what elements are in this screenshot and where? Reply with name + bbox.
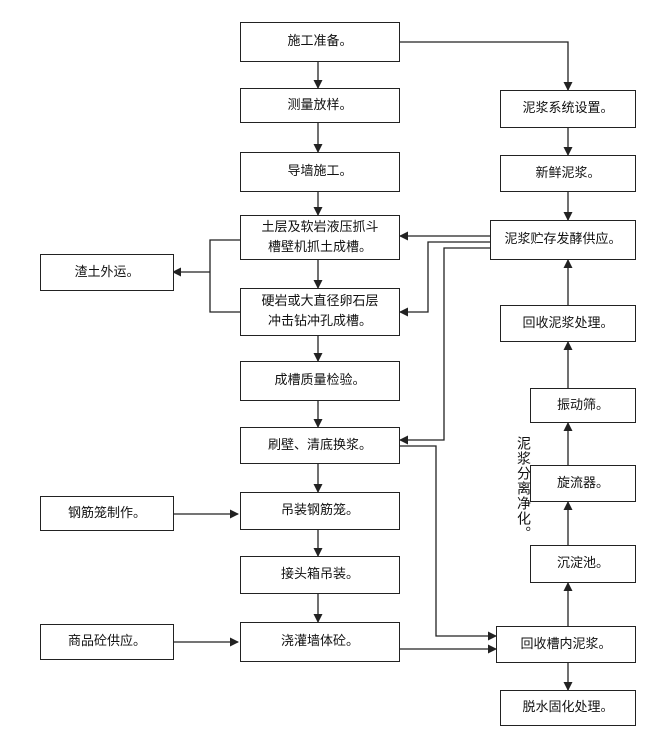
node-label: 振动筛。 [556,397,609,413]
node-label: 脱水固化处理。 [522,700,614,715]
node-slurry-storage: 泥浆贮存发酵供应。 [490,220,636,260]
node-fresh-slurry: 新鲜泥浆。 [500,155,636,192]
node-label: 施工准备。 [287,34,353,49]
arrow-storage-brush [399,247,490,445]
side-label-slurry-separation: 泥浆分离净化。 [515,436,531,541]
node-quality-check: 成槽质量检验。 [240,361,400,401]
line-soil-bracket [209,239,240,313]
node-label: 渣土外运。 [74,264,140,280]
node-label: 刷壁、清底换浆。 [267,437,372,453]
arrow-prep-slurry [400,41,573,91]
node-slurry-setup: 泥浆系统设置。 [500,90,636,128]
node-soil-out: 渣土外运。 [40,254,174,291]
node-survey: 测量放样。 [240,88,400,123]
node-label: 吊装钢筋笼。 [280,503,359,518]
node-vibrating-screen: 振动筛。 [530,388,636,423]
arrow-brush-recover [400,445,497,641]
node-label: 泥浆贮存发酵供应。 [504,232,622,247]
node-impact-drill: 硬岩或大直径卵石层 冲击钻冲孔成槽。 [240,288,400,336]
node-cage-make: 钢筋笼制作。 [40,496,174,531]
node-label: 新鲜泥浆。 [535,165,601,181]
node-label: 商品砼供应。 [67,634,146,649]
node-label: 导墙施工。 [287,164,353,179]
node-hoist-cage: 吊装钢筋笼。 [240,492,400,530]
node-label: 接头箱吊装。 [280,567,359,582]
node-label: 沉淀池。 [556,556,609,571]
node-joint-box: 接头箱吊装。 [240,556,400,594]
node-guide-wall: 导墙施工。 [240,152,400,192]
node-label: 浇灌墙体砼。 [280,634,359,649]
node-recycle-treat: 回收泥浆处理。 [500,305,636,342]
node-brush-clean: 刷壁、清底换浆。 [240,427,400,464]
node-cyclone: 旋流器。 [530,465,636,502]
node-recover-slurry: 回收槽内泥浆。 [496,626,636,663]
node-label-line2: 冲击钻冲孔成槽。 [267,314,372,329]
node-label: 回收泥浆处理。 [522,315,614,331]
node-settling-tank: 沉淀池。 [530,545,636,583]
node-grab-trench: 土层及软岩液压抓斗 槽壁机抓土成槽。 [240,215,400,260]
node-label: 测量放样。 [287,97,353,113]
node-concrete-supply: 商品砼供应。 [40,624,174,660]
node-dewater: 脱水固化处理。 [500,690,636,726]
node-label: 钢筋笼制作。 [67,505,146,521]
node-label-line2: 槽壁机抓土成槽。 [267,239,372,255]
node-construction-prep: 施工准备。 [240,22,400,62]
arrow-storage-impact [399,241,490,317]
node-label-line1: 土层及软岩液压抓斗 [261,219,379,235]
node-label: 泥浆系统设置。 [522,101,614,116]
node-label: 旋流器。 [556,475,609,491]
node-label: 成槽质量检验。 [274,373,366,388]
node-label: 回收槽内泥浆。 [520,636,612,652]
node-pour-concrete: 浇灌墙体砼。 [240,622,400,662]
node-label-line1: 硬岩或大直径卵石层 [261,294,379,309]
